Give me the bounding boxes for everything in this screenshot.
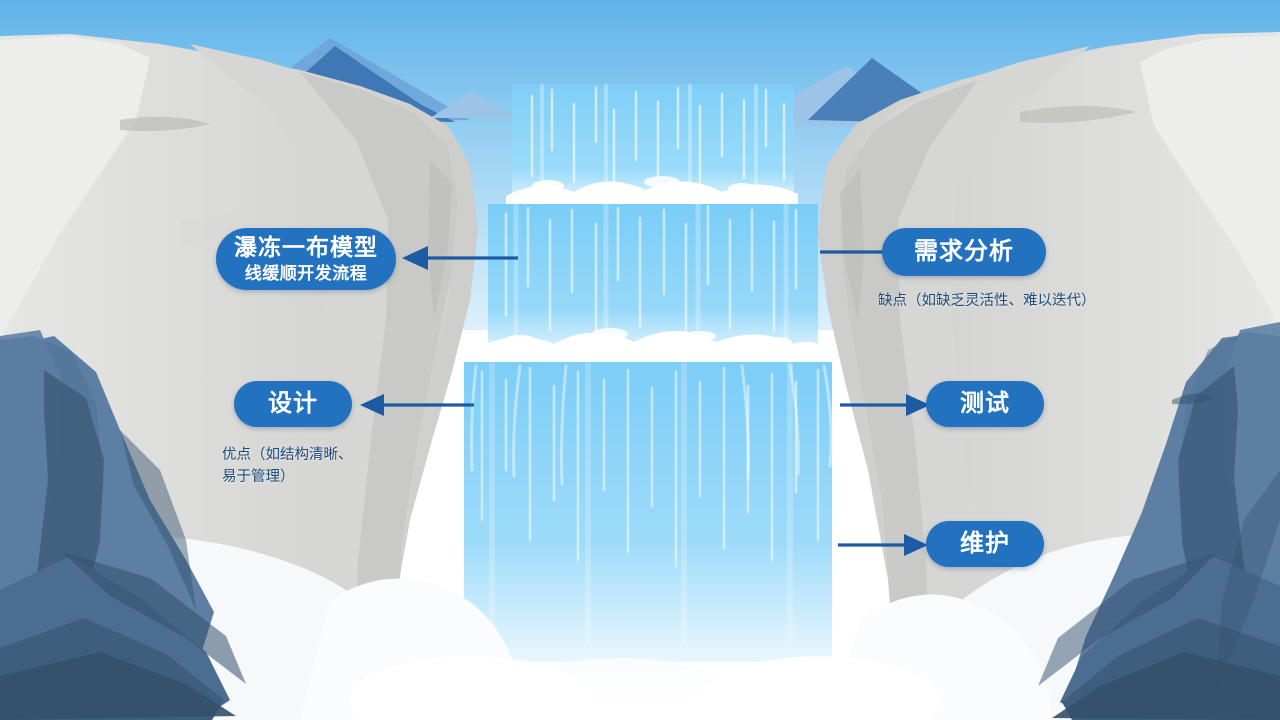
label-design[interactable]: 设计 xyxy=(234,381,352,427)
waterfall-tier-middle xyxy=(478,203,824,368)
foreground-rock-left xyxy=(0,330,246,720)
requirements-label-text: 需求分析 xyxy=(914,237,1014,265)
waterfall-tier-top xyxy=(506,84,798,212)
design-label-text: 设计 xyxy=(268,389,318,417)
arrow-to-design xyxy=(360,394,474,416)
foreground-rock-right xyxy=(1038,322,1280,720)
arrow-to-model-title xyxy=(402,246,518,270)
testing-label-text: 测试 xyxy=(960,389,1010,417)
label-testing[interactable]: 测试 xyxy=(926,381,1044,427)
caption-pros: 优点（如结构清晰、 易于管理） xyxy=(222,447,353,486)
label-model-title[interactable]: 瀑冻一布模型 线缓顺开发流程 xyxy=(216,228,396,290)
label-maintenance[interactable]: 维护 xyxy=(926,521,1044,567)
waterfall-tier-bottom xyxy=(464,361,833,662)
label-requirements[interactable]: 需求分析 xyxy=(882,228,1046,276)
model-title-line1: 瀑冻一布模型 xyxy=(234,234,378,261)
model-title-line2: 线缓顺开发流程 xyxy=(244,263,368,283)
maintenance-label-text: 维护 xyxy=(960,529,1010,557)
arrow-to-testing xyxy=(840,394,930,416)
arrow-to-maintenance xyxy=(838,534,928,556)
caption-cons: 缺点（如缺乏灵活性、难以迭代） xyxy=(878,293,1096,309)
